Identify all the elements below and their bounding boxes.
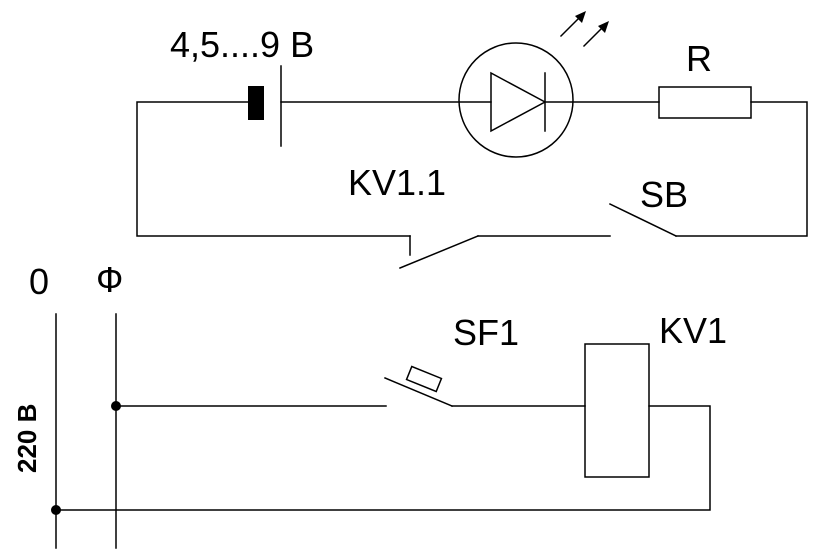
battery-voltage-label: 4,5....9 В — [170, 24, 314, 65]
breaker-label: SF1 — [453, 312, 519, 353]
relay-coil-label: KV1 — [659, 310, 727, 351]
breaker-sf1-symbol — [384, 365, 453, 407]
push-button-label: SB — [640, 174, 688, 215]
relay-contact-kv11-symbol — [399, 235, 479, 269]
relay-coil-kv1-symbol — [584, 343, 650, 478]
resistor-label: R — [686, 38, 712, 79]
neutral-label: 0 — [29, 261, 49, 302]
wire-left-top — [136, 101, 411, 237]
light-emission-arrows-icon — [559, 11, 609, 48]
push-button-sb-symbol — [608, 202, 678, 238]
battery-symbol — [248, 65, 282, 147]
relay-contact-label: KV1.1 — [348, 162, 446, 203]
low-voltage-loop — [136, 101, 808, 237]
wire-coil-return — [55, 405, 711, 511]
led-symbol — [458, 11, 609, 158]
phase-label: Ф — [96, 259, 123, 300]
led-anode-triangle — [490, 71, 547, 133]
battery-negative-plate — [248, 86, 264, 120]
mains-voltage-label: 220 В — [12, 404, 42, 473]
led-body-circle — [458, 42, 574, 158]
resistor-symbol — [658, 86, 752, 119]
wire-right-side — [675, 101, 808, 237]
